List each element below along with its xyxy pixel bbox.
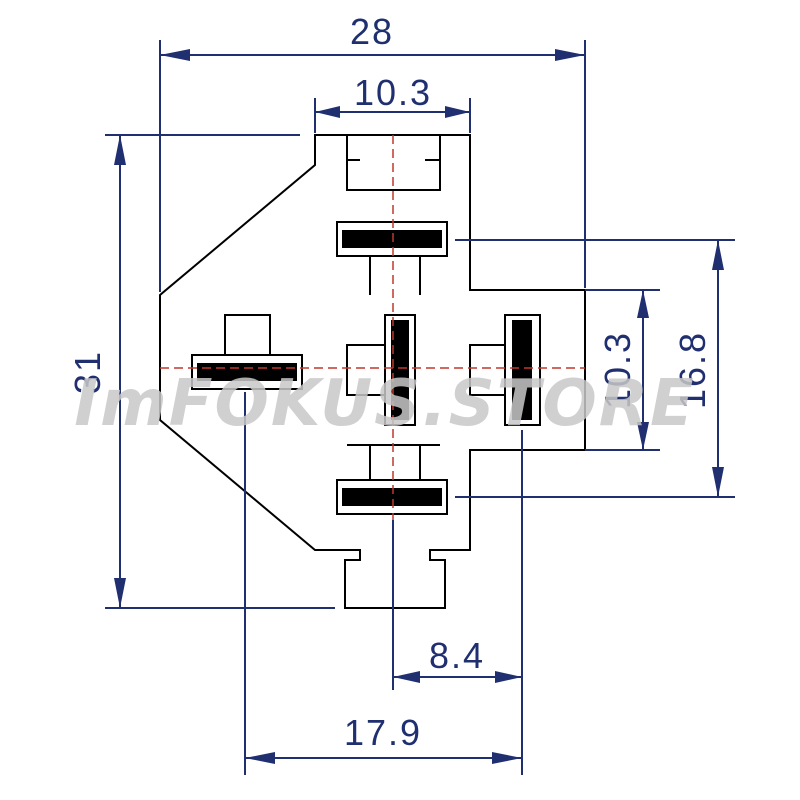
- terminal-top-blade: [342, 230, 442, 248]
- extension-lines: [105, 40, 735, 775]
- dimension-inner-height: 10.3: [597, 290, 649, 450]
- terminal-right: [469, 314, 541, 426]
- socket-outline: [159, 134, 586, 609]
- dimension-top-width: 10.3: [315, 72, 470, 118]
- top-width-label: 10.3: [354, 72, 432, 113]
- terminal-bottom: [336, 444, 448, 515]
- blade-span-label: 16.8: [672, 331, 713, 409]
- dimension-bottom-width: 17.9: [245, 712, 522, 764]
- bottom-spacing-label: 8.4: [429, 635, 485, 676]
- terminal-center: [346, 314, 416, 426]
- overall-height-label: 31: [67, 350, 108, 394]
- dimension-bottom-spacing: 8.4: [393, 635, 522, 683]
- dimension-overall-width: 28: [160, 11, 585, 61]
- watermark-text: ImFOKUS.STORE: [74, 367, 695, 441]
- terminal-bottom-blade: [342, 488, 442, 506]
- terminal-top: [336, 221, 448, 295]
- dimension-overall-height: 31: [67, 135, 126, 608]
- dimension-blade-span: 16.8: [672, 240, 724, 497]
- terminal-right-blade: [512, 320, 532, 420]
- terminal-center-blade: [391, 320, 409, 420]
- overall-width-label: 28: [350, 11, 394, 52]
- inner-height-label: 10.3: [597, 331, 638, 409]
- bottom-width-label: 17.9: [344, 712, 422, 753]
